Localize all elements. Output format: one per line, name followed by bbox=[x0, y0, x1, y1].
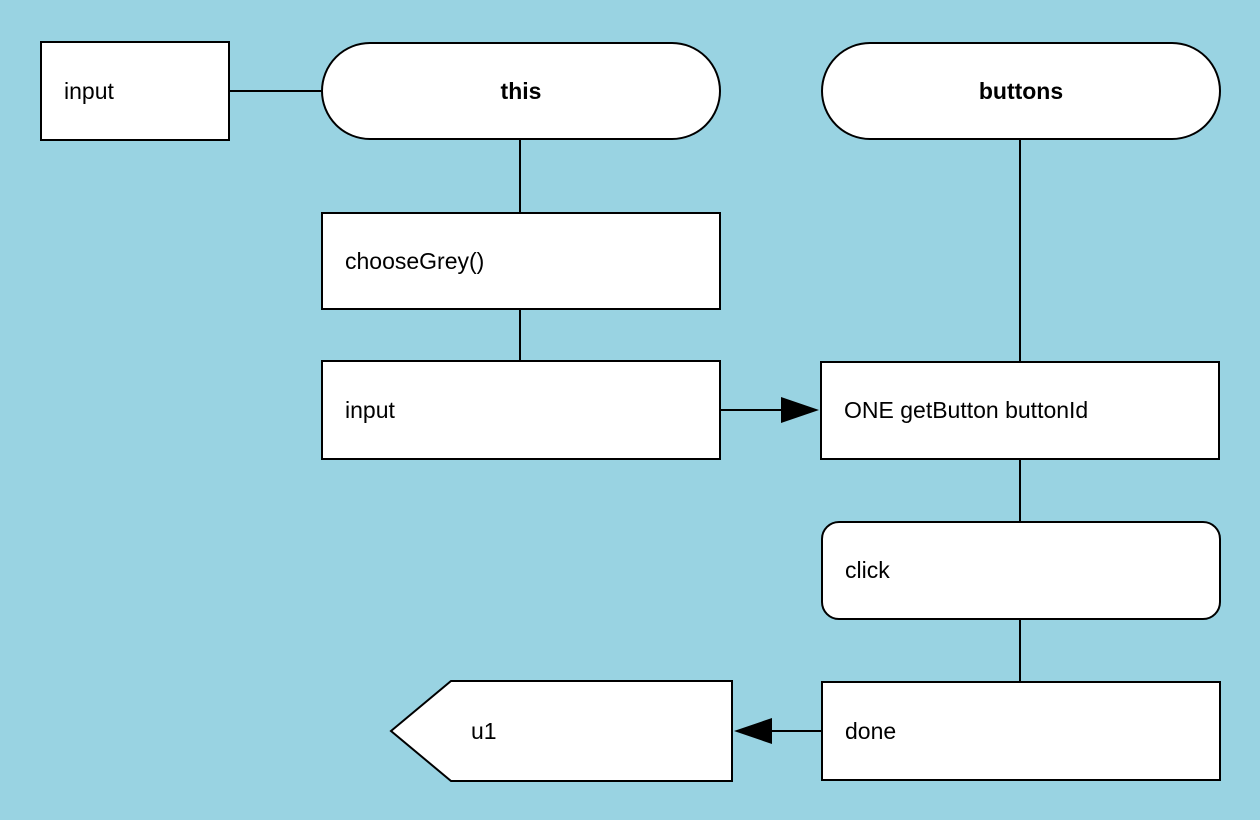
node-getbutton[interactable]: ONE getButton buttonId bbox=[820, 361, 1220, 460]
node-input-left-label: input bbox=[64, 77, 114, 104]
node-this-label: this bbox=[500, 77, 542, 104]
node-buttons-label: buttons bbox=[978, 77, 1064, 104]
node-choosegrey[interactable]: chooseGrey() bbox=[321, 212, 721, 310]
arrowhead-right-icon bbox=[781, 397, 819, 423]
node-input-message[interactable]: input bbox=[321, 360, 721, 460]
node-this[interactable]: this bbox=[321, 42, 721, 140]
node-buttons[interactable]: buttons bbox=[821, 42, 1221, 140]
node-getbutton-label: ONE getButton buttonId bbox=[844, 397, 1089, 423]
node-choosegrey-label: chooseGrey() bbox=[345, 247, 485, 274]
node-done-label: done bbox=[845, 717, 897, 744]
arrowhead-left-icon bbox=[734, 718, 772, 744]
node-click-label: click bbox=[845, 557, 890, 583]
node-done[interactable]: done bbox=[821, 681, 1221, 781]
node-input-message-label: input bbox=[345, 396, 395, 423]
node-u1-label-box[interactable]: u1 bbox=[451, 681, 732, 781]
node-u1-label: u1 bbox=[471, 717, 497, 744]
node-input-left[interactable]: input bbox=[40, 41, 230, 141]
node-u1-shape[interactable] bbox=[389, 680, 733, 782]
node-click[interactable]: click bbox=[821, 521, 1221, 620]
